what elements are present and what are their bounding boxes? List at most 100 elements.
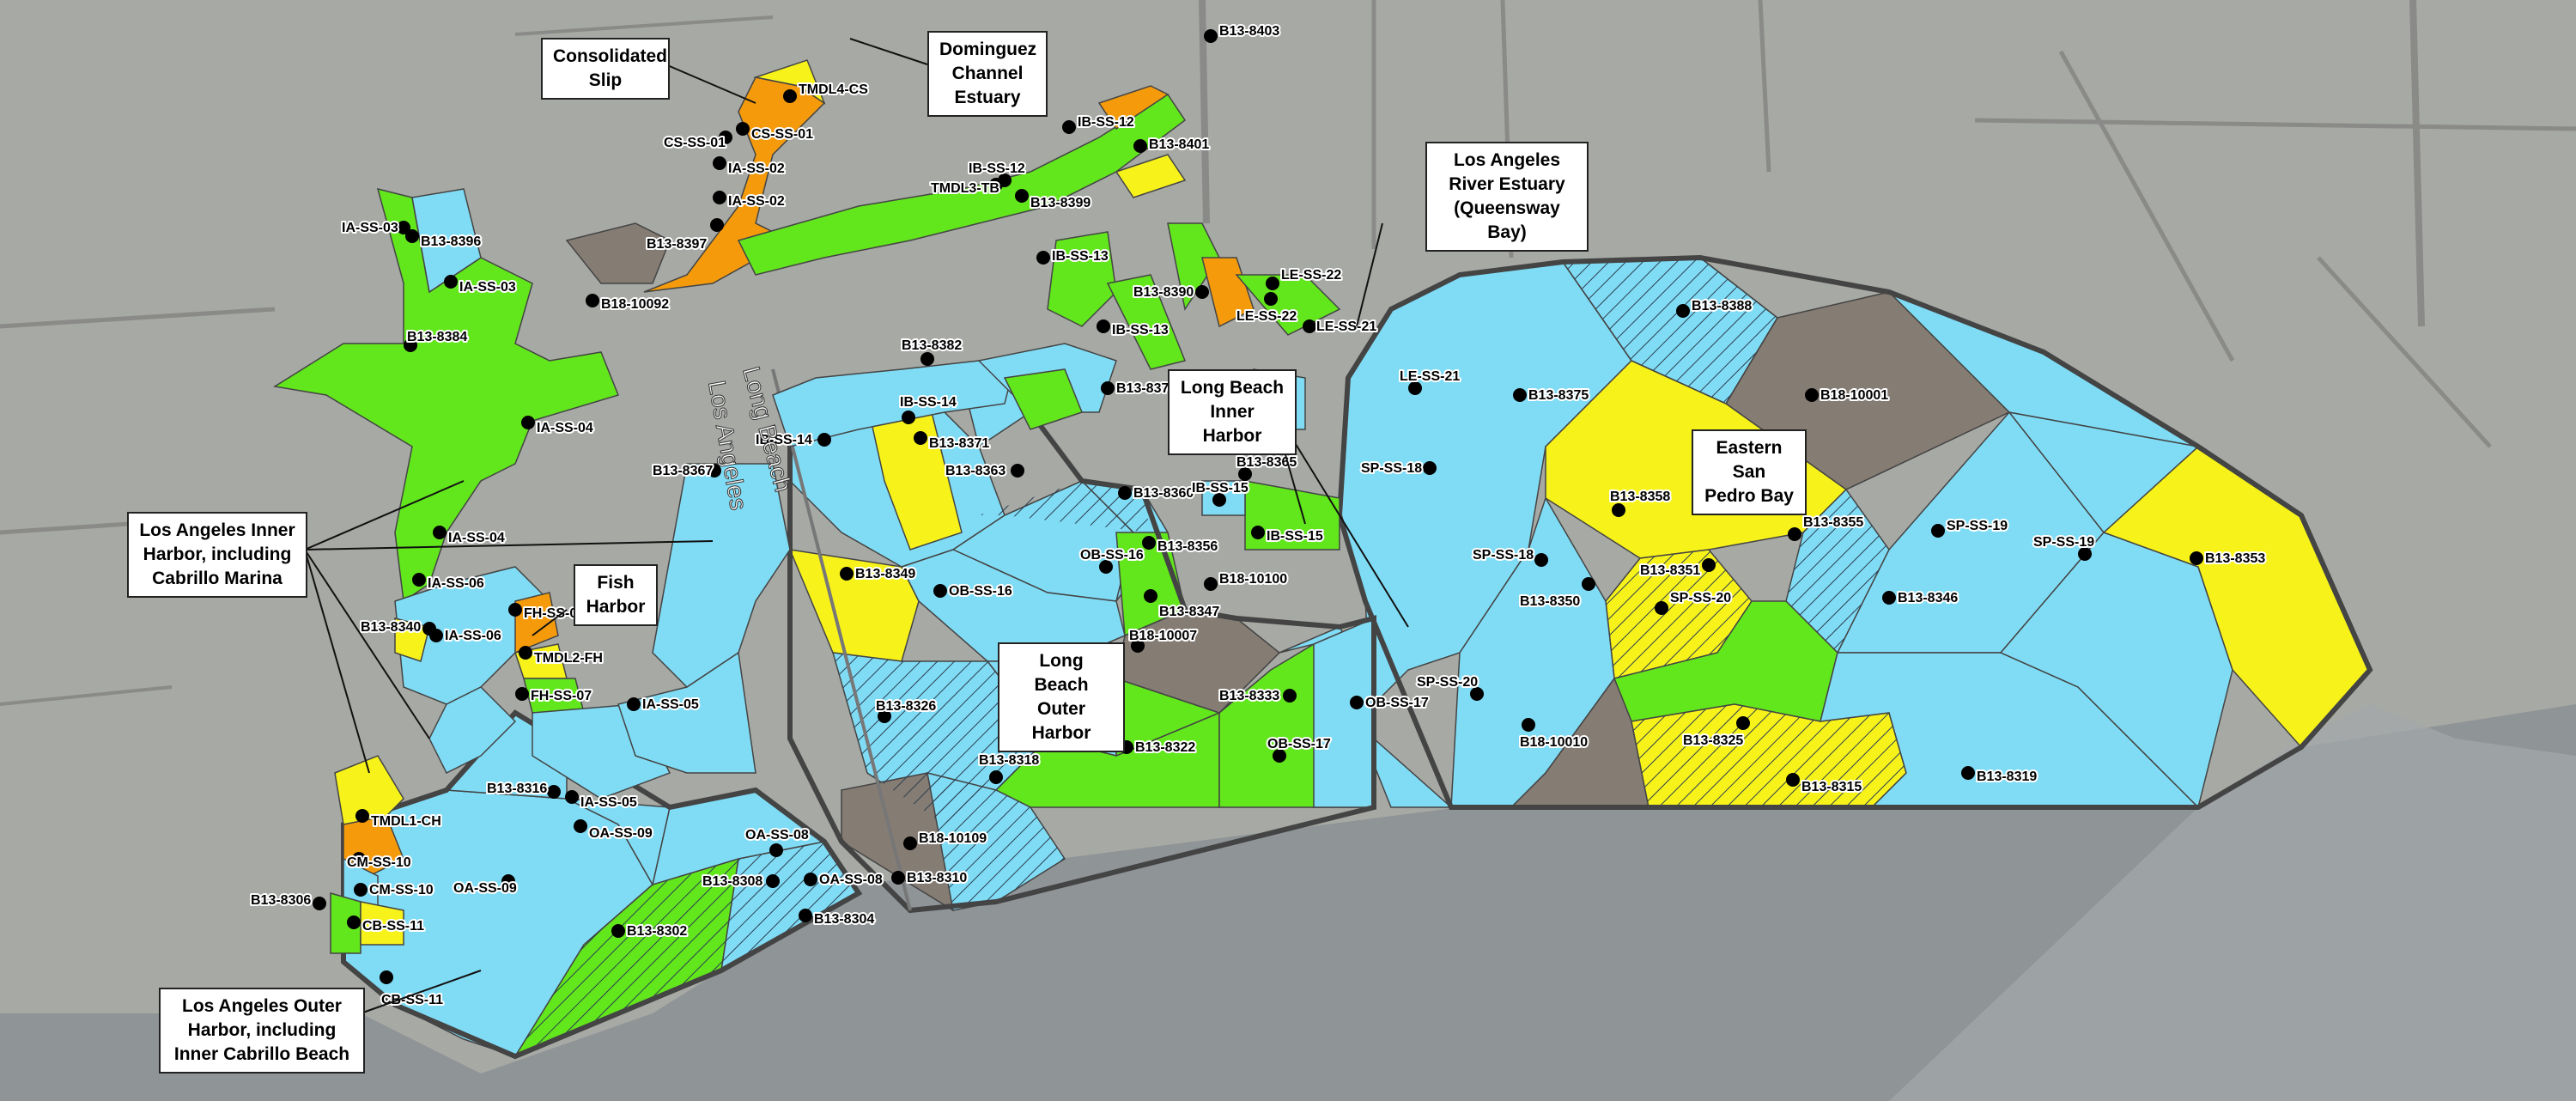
station-label: CB-SS-11 [362, 919, 424, 934]
station-dot [2190, 551, 2203, 565]
station-label: OB-SS-16 [1080, 548, 1144, 563]
station-label: FH-SS-07 [524, 606, 585, 621]
station-dot [783, 89, 797, 103]
station-dot [521, 416, 535, 429]
station-dot [1142, 536, 1156, 550]
station-label: SP-SS-19 [2033, 535, 2094, 550]
station-label: IA-SS-05 [580, 795, 637, 810]
station-label: B18-10010 [1520, 735, 1588, 750]
road-network [0, 0, 2576, 706]
station-label: TMDL3-TB [931, 181, 999, 196]
station-label: B13-8371 [929, 436, 989, 451]
station-dot [405, 229, 419, 243]
station-label: CM-SS-10 [347, 855, 411, 870]
station-dot [817, 433, 831, 447]
station-dot [1931, 524, 1945, 538]
station-dot [840, 567, 854, 581]
station-dot [1273, 749, 1286, 763]
station-label: B13-8397 [647, 237, 707, 252]
station-label: IB-SS-14 [900, 395, 957, 410]
callout-lb-outer-harbor: Long Beach Outer Harbor [998, 642, 1125, 752]
station-dot [1303, 319, 1316, 333]
station-label: SP-SS-20 [1670, 591, 1731, 605]
station-dot [1882, 591, 1896, 605]
station-label: SP-SS-18 [1473, 548, 1534, 563]
station-label: OA-SS-09 [453, 881, 517, 896]
station-dot [769, 843, 783, 857]
station-dot [920, 352, 934, 366]
la-inner-slips [617, 463, 791, 774]
station-dot [804, 873, 817, 886]
station-label: B13-8310 [907, 871, 967, 885]
station-label: B13-8325 [1683, 733, 1743, 748]
station-label: B13-8367 [653, 464, 713, 478]
station-label: LE-SS-21 [1400, 369, 1460, 384]
station-label: B13-8302 [627, 924, 687, 939]
station-dot [1131, 639, 1145, 653]
station-label: IB-SS-14 [756, 433, 812, 447]
station-label: B18-10007 [1129, 629, 1197, 643]
station-label: B13-8356 [1157, 539, 1218, 554]
station-label: OB-SS-17 [1365, 696, 1429, 710]
station-dot [1522, 718, 1535, 732]
station-dot [766, 874, 780, 888]
station-label: IA-SS-02 [728, 161, 785, 176]
station-dot [515, 687, 529, 701]
callout-lb-inner-harbor: Long Beach Inner Harbor [1168, 369, 1297, 455]
callout-fish-harbor: Fish Harbor [574, 564, 658, 626]
hatched-zone [1631, 704, 1906, 807]
station-dot [1582, 577, 1595, 591]
station-dot [1283, 689, 1297, 703]
station-dot [412, 573, 426, 587]
station-label: LE-SS-21 [1316, 319, 1376, 334]
station-label: B13-8322 [1135, 740, 1195, 755]
station-dot [1204, 29, 1218, 43]
station-label: IA-SS-05 [642, 697, 699, 712]
station-dot [433, 526, 447, 539]
station-dot [611, 924, 625, 938]
station-dot [891, 871, 905, 885]
station-dot [1423, 461, 1437, 475]
station-label: B13-8340 [361, 620, 421, 635]
station-label: B18-10109 [919, 831, 987, 846]
callout-consolidated-slip: Consolidated Slip [541, 38, 670, 100]
station-dot [736, 122, 750, 136]
station-dot [1011, 464, 1024, 478]
station-dot [1101, 381, 1115, 395]
station-label: B13-8355 [1803, 515, 1863, 530]
channel-yellow [1115, 154, 1187, 198]
station-label: B13-8384 [407, 330, 467, 344]
cerritos-channel [737, 93, 1187, 276]
cabrillo-marina [330, 755, 404, 954]
station-dot [1805, 388, 1819, 402]
station-label: B18-10001 [1820, 388, 1888, 403]
station-dot [1097, 319, 1110, 333]
station-label: OB-SS-16 [949, 584, 1012, 599]
station-dot [1099, 560, 1113, 574]
station-label: B13-8308 [702, 874, 762, 889]
ocean-shallows [1889, 704, 2576, 1101]
station-dot [1264, 292, 1278, 306]
hatched-zone [1606, 550, 1752, 678]
station-dot [933, 584, 947, 598]
station-label: B13-8353 [2205, 551, 2265, 566]
station-dot [352, 852, 366, 866]
station-label: B13-8396 [421, 234, 481, 249]
station-label: SP-SS-18 [1361, 461, 1422, 476]
hatched-zone [927, 773, 1065, 910]
callout-eastern-san-pedro-bay: Eastern San Pedro Bay [1692, 429, 1807, 515]
station-dot [355, 809, 369, 823]
station-dot [713, 191, 726, 204]
channel-orange [1097, 85, 1170, 131]
callout-dominguez-channel: Dominguez Channel Estuary [927, 31, 1048, 117]
station-dot [1118, 486, 1132, 500]
station-label: OB-SS-17 [1267, 737, 1331, 751]
station-dot [508, 603, 522, 617]
station-dot [708, 464, 721, 478]
ocean [0, 704, 2576, 1101]
station-label: TMDL4-CS [799, 82, 868, 97]
station-label: IB-SS-12 [969, 161, 1025, 176]
station-dot [1036, 251, 1050, 265]
station-label: B13-8319 [1977, 769, 2037, 784]
station-dot [574, 819, 587, 833]
